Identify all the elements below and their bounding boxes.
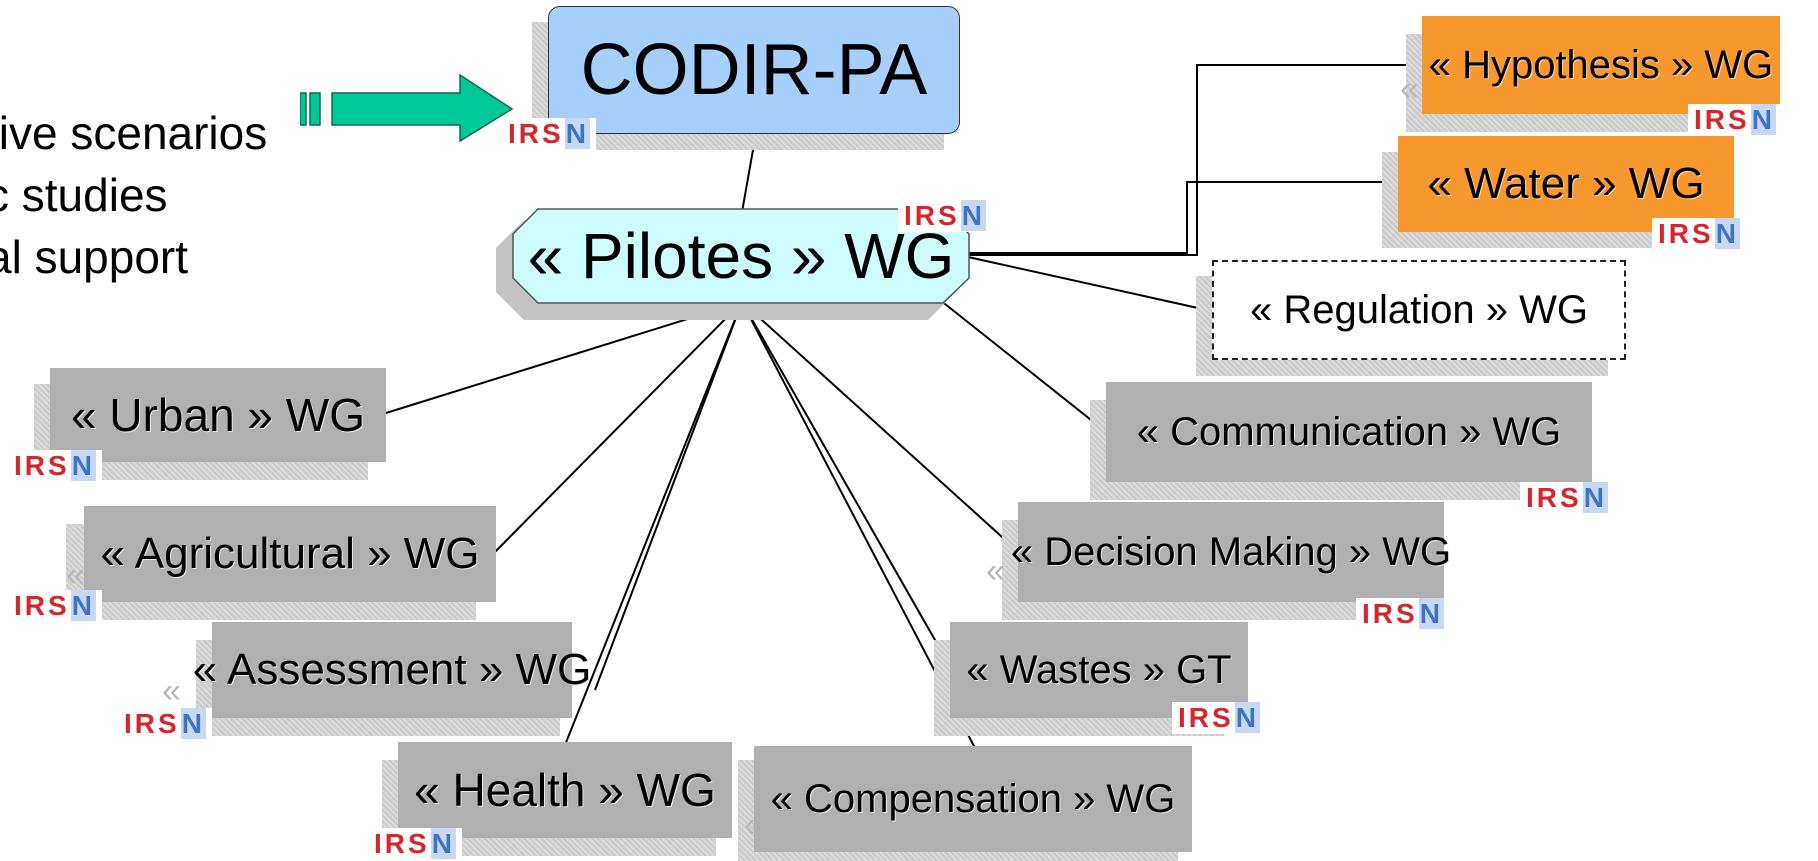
regulation-wg-box: « Regulation » WG bbox=[1212, 260, 1626, 360]
irsn-logo: IRSN bbox=[1652, 218, 1746, 250]
irsn-logo: IRSN bbox=[1172, 702, 1266, 734]
irsn-logo: IRSN bbox=[502, 118, 596, 150]
hypothesis-wg-box: « Hypothesis » WG bbox=[1422, 16, 1780, 114]
link-hypothesis bbox=[968, 64, 1440, 256]
guillemet-shadow-text: « bbox=[66, 556, 85, 594]
health-wg-box: « Health » WG bbox=[398, 742, 732, 838]
irsn-logo: IRSN bbox=[118, 708, 212, 740]
side-text-support: al support bbox=[0, 231, 189, 283]
irsn-logo: IRSN bbox=[368, 828, 462, 860]
side-text-studies: c studies bbox=[0, 169, 168, 221]
link-water bbox=[968, 181, 1410, 254]
arrow-right-icon bbox=[300, 73, 514, 143]
link-health bbox=[564, 301, 743, 746]
guillemet-shadow-text: « bbox=[1400, 70, 1419, 108]
link-decision bbox=[741, 301, 1023, 556]
link-agricultural bbox=[491, 301, 743, 556]
link-wastes bbox=[741, 301, 956, 676]
link-communication bbox=[939, 299, 1111, 436]
compensation-wg-box: « Compensation » WG bbox=[754, 746, 1192, 852]
irsn-logo: IRSN bbox=[1520, 482, 1614, 514]
irsn-logo: IRSN bbox=[8, 590, 102, 622]
link-urban bbox=[385, 301, 743, 414]
guillemet-shadow-text: « bbox=[162, 672, 181, 710]
agricultural-wg-box: « Agricultural » WG bbox=[84, 506, 496, 602]
pilotes-label: « Pilotes » WG bbox=[527, 220, 955, 292]
irsn-logo: IRSN bbox=[8, 450, 102, 482]
urban-wg-box: « Urban » WG bbox=[50, 368, 386, 462]
link-assessment bbox=[594, 301, 743, 691]
assessment-wg-box: « Assessment » WG bbox=[193, 622, 591, 718]
decision-making-wg-box: « Decision Making » WG bbox=[1011, 502, 1451, 602]
guillemet-shadow-text: « bbox=[986, 552, 1005, 590]
codir-box: CODIR-PA bbox=[548, 6, 960, 134]
side-text-scenarios: tive scenarios bbox=[0, 107, 268, 159]
water-wg-box: « Water » WG bbox=[1398, 136, 1734, 232]
irsn-logo: IRSN bbox=[898, 200, 992, 232]
communication-wg-box: « Communication » WG bbox=[1106, 382, 1592, 482]
link-regulation bbox=[967, 256, 1217, 313]
irsn-logo: IRSN bbox=[1688, 104, 1782, 136]
irsn-logo: IRSN bbox=[1356, 598, 1450, 630]
